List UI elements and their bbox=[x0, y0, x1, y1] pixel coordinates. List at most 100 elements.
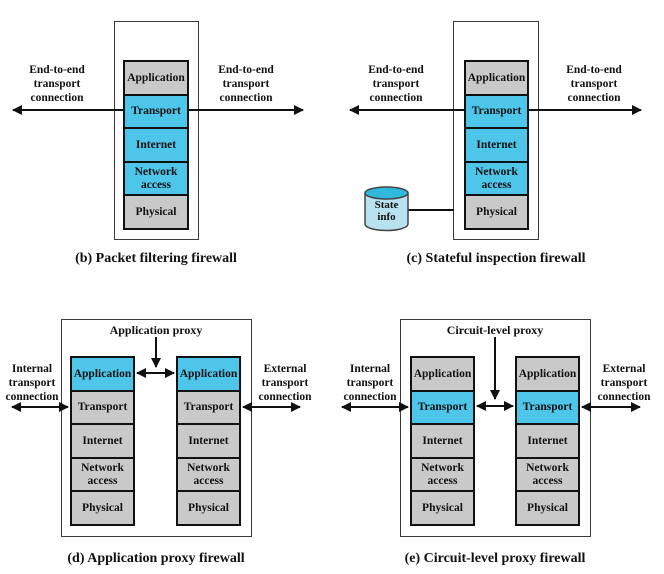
label-line: End-to-end bbox=[368, 64, 424, 76]
external-connection-label-e: External transport connection bbox=[592, 362, 656, 404]
label-line: transport bbox=[8, 377, 56, 389]
label-line: connection bbox=[343, 391, 397, 403]
caption-d: (d) Application proxy firewall bbox=[67, 551, 245, 566]
layer-label: Transport bbox=[131, 105, 181, 118]
layer-label: Application bbox=[467, 71, 526, 84]
protocol-stack-d-right: Application Transport Internet Network a… bbox=[176, 356, 241, 526]
layer-network-access: Network access bbox=[125, 162, 187, 197]
layer-network-access: Network access bbox=[466, 162, 527, 197]
label-line: connection bbox=[369, 92, 423, 104]
label-line: connection bbox=[5, 391, 59, 403]
layer-network-access: Network access bbox=[517, 458, 578, 493]
label-line: End-to-end bbox=[218, 64, 274, 76]
layer-label: Transport bbox=[522, 401, 573, 414]
layer-label: Network access bbox=[421, 462, 464, 487]
layer-internet: Internet bbox=[178, 425, 239, 459]
layer-label: Physical bbox=[82, 501, 123, 514]
internal-connection-label-e: Internal transport connection bbox=[338, 362, 402, 404]
label-line: End-to-end bbox=[566, 64, 622, 76]
label-line: connection bbox=[567, 92, 621, 104]
layer-label: Internet bbox=[422, 434, 463, 447]
layer-physical: Physical bbox=[125, 196, 187, 228]
layer-physical: Physical bbox=[178, 492, 239, 524]
protocol-stack-e-right: Application Transport Internet Network a… bbox=[515, 356, 580, 526]
layer-label: Internet bbox=[476, 138, 517, 151]
label-line: Internal bbox=[11, 363, 53, 375]
layer-internet: Internet bbox=[125, 129, 187, 163]
label-line: transport bbox=[222, 78, 270, 90]
layer-network-access: Network access bbox=[178, 458, 239, 493]
label-line: connection bbox=[219, 92, 273, 104]
state-info-label: State info bbox=[365, 199, 408, 223]
layer-label: Physical bbox=[476, 205, 517, 218]
layer-transport: Transport bbox=[517, 391, 578, 426]
layer-transport: Transport bbox=[466, 95, 527, 130]
layer-application: Application bbox=[178, 358, 239, 392]
label-line: transport bbox=[600, 377, 648, 389]
label-line: connection bbox=[30, 92, 84, 104]
layer-label: Physical bbox=[188, 501, 229, 514]
label-line: External bbox=[263, 363, 307, 375]
layer-physical: Physical bbox=[412, 492, 473, 524]
layer-label: Network access bbox=[81, 462, 124, 487]
layer-transport: Transport bbox=[178, 391, 239, 426]
layer-network-access: Network access bbox=[72, 458, 133, 493]
layer-label: Transport bbox=[183, 401, 234, 414]
end-to-end-label-right-b: End-to-end transport connection bbox=[202, 63, 290, 105]
layer-label: Transport bbox=[417, 401, 468, 414]
layer-application: Application bbox=[517, 358, 578, 392]
layer-label: Application bbox=[73, 367, 132, 380]
layer-physical: Physical bbox=[466, 196, 527, 228]
layer-label: Network access bbox=[187, 462, 230, 487]
layer-transport: Transport bbox=[412, 391, 473, 426]
end-to-end-label-left-c: End-to-end transport connection bbox=[352, 63, 440, 105]
label-line: transport bbox=[372, 78, 420, 90]
layer-network-access: Network access bbox=[412, 458, 473, 493]
layer-label: Physical bbox=[422, 501, 463, 514]
layer-application: Application bbox=[412, 358, 473, 392]
internal-connection-label-d: Internal transport connection bbox=[0, 362, 64, 404]
end-to-end-label-left-b: End-to-end transport connection bbox=[13, 63, 101, 105]
label-line: info bbox=[377, 211, 396, 223]
layer-application: Application bbox=[125, 62, 187, 96]
layer-label: Internet bbox=[527, 434, 568, 447]
label-line: transport bbox=[261, 377, 309, 389]
layer-internet: Internet bbox=[72, 425, 133, 459]
layer-internet: Internet bbox=[517, 425, 578, 459]
layer-label: Application bbox=[127, 71, 185, 84]
layer-label: Application bbox=[413, 367, 472, 380]
end-to-end-label-right-c: End-to-end transport connection bbox=[550, 63, 638, 105]
layer-label: Transport bbox=[471, 105, 522, 118]
label-line: transport bbox=[346, 377, 394, 389]
layer-internet: Internet bbox=[412, 425, 473, 459]
layer-transport: Transport bbox=[72, 391, 133, 426]
protocol-stack-c: Application Transport Internet Network a… bbox=[464, 60, 529, 230]
protocol-stack-d-left: Application Transport Internet Network a… bbox=[70, 356, 135, 526]
layer-label: Internet bbox=[82, 434, 123, 447]
label-line: End-to-end bbox=[29, 64, 85, 76]
layer-label: Network access bbox=[134, 166, 178, 191]
protocol-stack-b: Application Transport Internet Network a… bbox=[123, 60, 189, 230]
layer-label: Transport bbox=[77, 401, 128, 414]
layer-label: Internet bbox=[188, 434, 229, 447]
label-line: External bbox=[602, 363, 646, 375]
caption-c: (c) Stateful inspection firewall bbox=[406, 251, 586, 266]
label-line: transport bbox=[33, 78, 81, 90]
layer-application: Application bbox=[72, 358, 133, 392]
caption-b: (b) Packet filtering firewall bbox=[75, 251, 237, 266]
layer-application: Application bbox=[466, 62, 527, 96]
layer-physical: Physical bbox=[72, 492, 133, 524]
external-connection-label-d: External transport connection bbox=[253, 362, 317, 404]
protocol-stack-e-left: Application Transport Internet Network a… bbox=[410, 356, 475, 526]
layer-label: Internet bbox=[135, 138, 177, 151]
layer-label: Physical bbox=[527, 501, 568, 514]
caption-e: (e) Circuit-level proxy firewall bbox=[404, 551, 586, 566]
label-line: State bbox=[374, 199, 399, 211]
layer-internet: Internet bbox=[466, 129, 527, 163]
layer-label: Application bbox=[518, 367, 577, 380]
circuit-level-proxy-label: Circuit-level proxy bbox=[446, 323, 544, 337]
layer-label: Network access bbox=[526, 462, 569, 487]
label-line: connection bbox=[597, 391, 651, 403]
cylinder-top bbox=[364, 186, 409, 200]
